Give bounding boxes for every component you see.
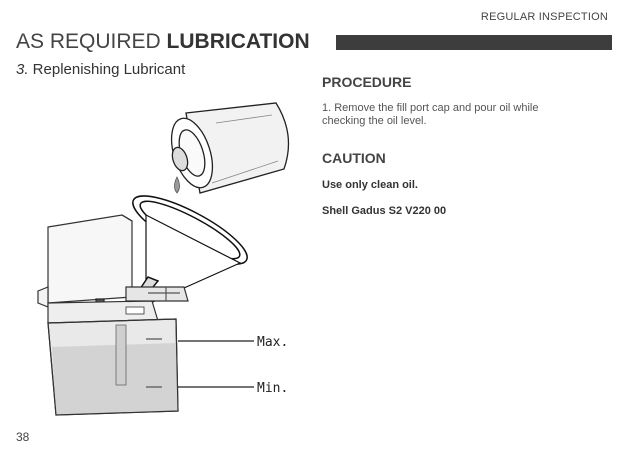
- oil-can-icon: [170, 102, 290, 194]
- subtitle: 3. Replenishing Lubricant: [16, 61, 185, 78]
- procedure-heading: PROCEDURE: [322, 74, 412, 90]
- lubricator-illustration: Max. Min.: [37, 102, 290, 416]
- procedure-step-1: 1. Remove the fill port cap and pour oil…: [322, 102, 539, 127]
- page-title: AS REQUIRED LUBRICATION: [16, 28, 310, 56]
- subtitle-number: 3.: [16, 61, 29, 78]
- caution-heading: CAUTION: [322, 150, 386, 166]
- min-level-label: Min.: [257, 381, 288, 396]
- max-level-label: Max.: [257, 335, 288, 350]
- lubricator-unit-icon: [37, 214, 189, 416]
- subtitle-text: Replenishing Lubricant: [28, 61, 186, 78]
- title-row: AS REQUIRED LUBRICATION: [16, 28, 612, 56]
- funnel-icon: [130, 195, 248, 306]
- title-decoration-bar: [336, 35, 612, 50]
- caution-line-1: Use only clean oil.: [322, 179, 418, 191]
- caution-line-2: Shell Gadus S2 V220 00: [322, 205, 447, 217]
- page-number: 38: [16, 430, 30, 444]
- title-prefix: AS REQUIRED: [16, 30, 167, 53]
- instructions-column: PROCEDURE 1. Remove the fill port cap an…: [322, 74, 612, 217]
- section-header: REGULAR INSPECTION: [480, 11, 608, 23]
- title-emphasis: LUBRICATION: [166, 30, 310, 53]
- oil-drop-icon: [174, 176, 180, 194]
